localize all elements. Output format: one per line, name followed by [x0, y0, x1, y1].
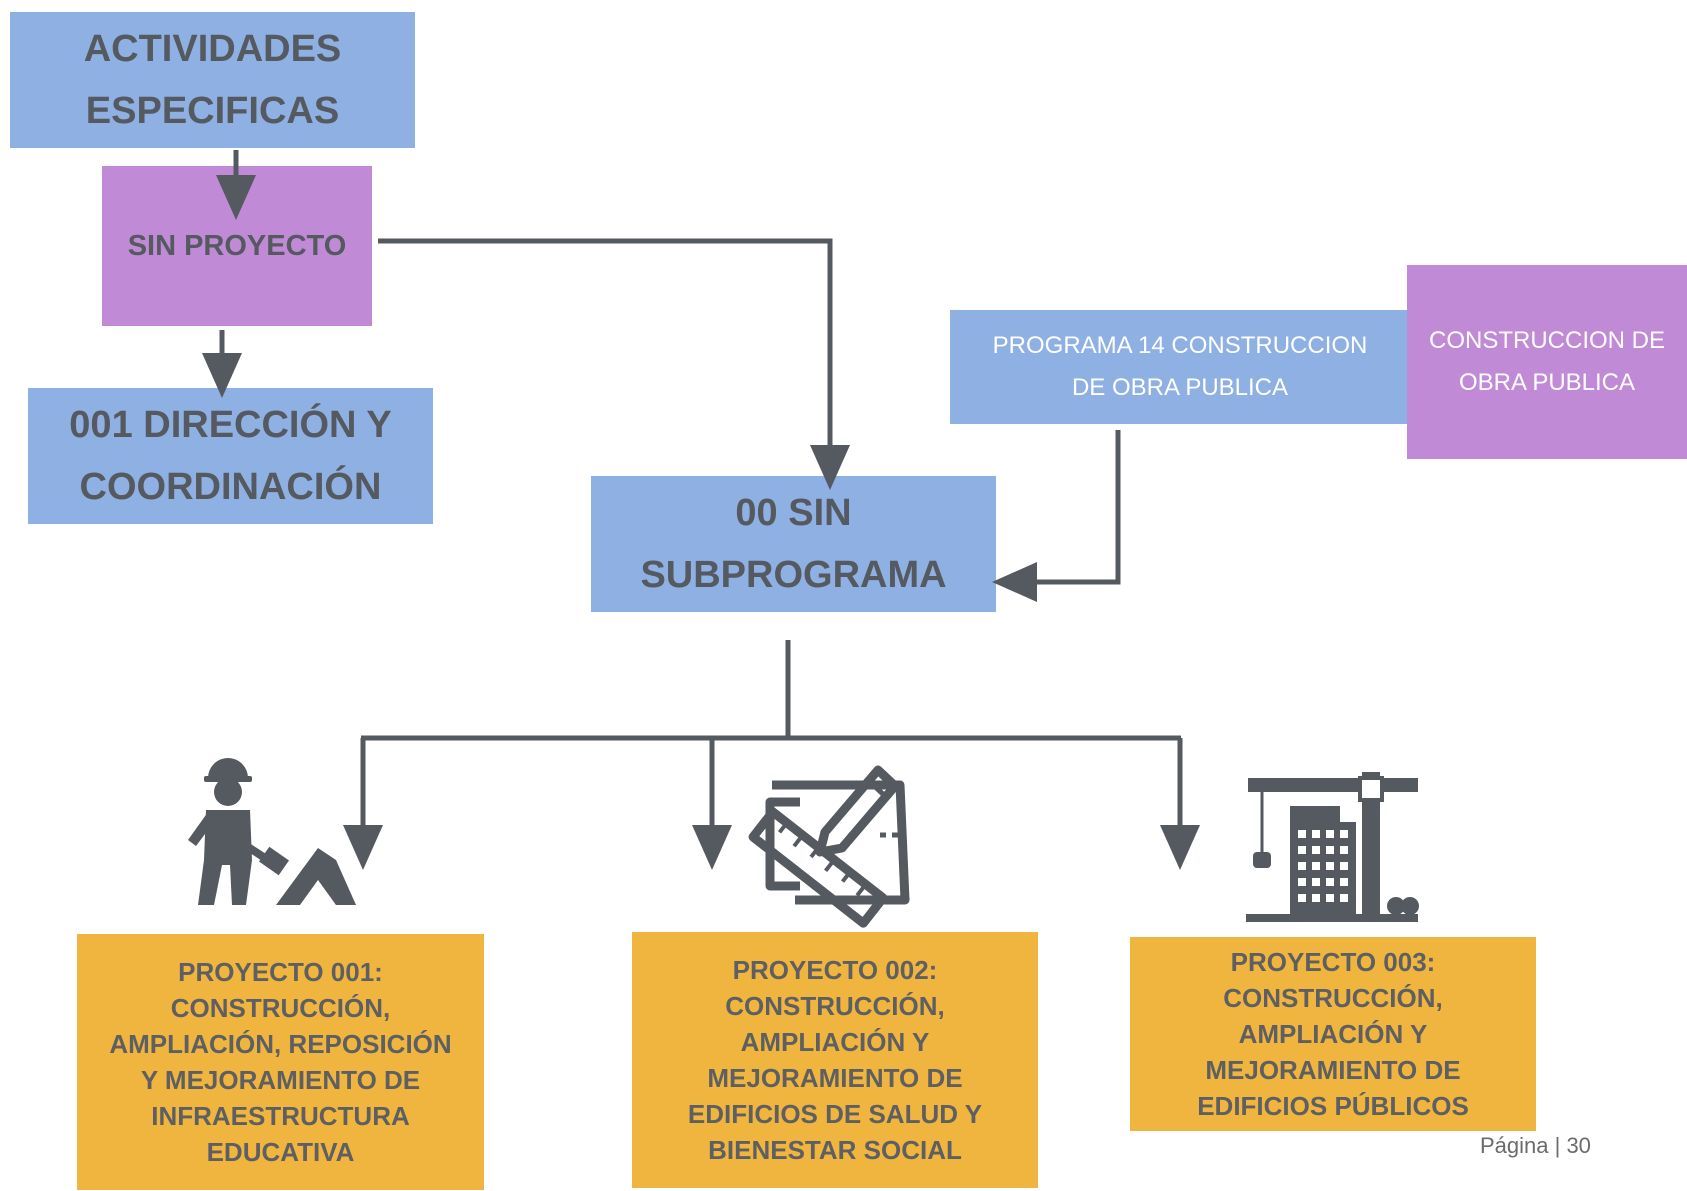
node-label: 001 DIRECCIÓN Y COORDINACIÓN [69, 404, 392, 508]
arrow-programa-to-subprograma [992, 430, 1121, 602]
node-label: PROYECTO 001: CONSTRUCCIÓN, AMPLIACIÓN, … [109, 957, 452, 1167]
node-actividades-especificas: ACTIVIDADES ESPECIFICAS [10, 12, 415, 148]
node-label: 00 SIN SUBPROGRAMA [640, 492, 947, 596]
node-construccion-obra-publica: CONSTRUCCION DE OBRA PUBLICA [1407, 265, 1687, 459]
design-drafting-icon [748, 765, 910, 928]
node-label: SIN PROYECTO [127, 229, 347, 262]
node-programa-14: PROGRAMA 14 CONSTRUCCION DE OBRA PUBLICA [950, 310, 1410, 424]
node-sin-subprograma: 00 SIN SUBPROGRAMA [591, 476, 996, 612]
node-label: PROYECTO 003: CONSTRUCCIÓN, AMPLIACIÓN Y… [1197, 947, 1469, 1121]
node-label: PROYECTO 002: CONSTRUCCIÓN, AMPLIACIÓN Y… [687, 955, 983, 1165]
node-proyecto-003: PROYECTO 003: CONSTRUCCIÓN, AMPLIACIÓN Y… [1130, 937, 1536, 1131]
page-number: Página | 30 [1480, 1133, 1591, 1158]
arrow-sin-proyecto-to-subprograma [378, 238, 850, 490]
node-direccion-coordinacion: 001 DIRECCIÓN Y COORDINACIÓN [28, 388, 433, 524]
building-crane-icon [1246, 772, 1419, 922]
node-proyecto-002: PROYECTO 002: CONSTRUCCIÓN, AMPLIACIÓN Y… [632, 932, 1038, 1188]
node-label: CONSTRUCCION DE OBRA PUBLICA [1428, 327, 1665, 396]
node-proyecto-001: PROYECTO 001: CONSTRUCCIÓN, AMPLIACIÓN, … [77, 934, 484, 1190]
node-label: PROGRAMA 14 CONSTRUCCION DE OBRA PUBLICA [992, 332, 1368, 401]
node-label: ACTIVIDADES ESPECIFICAS [83, 28, 342, 132]
construction-worker-icon [188, 758, 356, 905]
